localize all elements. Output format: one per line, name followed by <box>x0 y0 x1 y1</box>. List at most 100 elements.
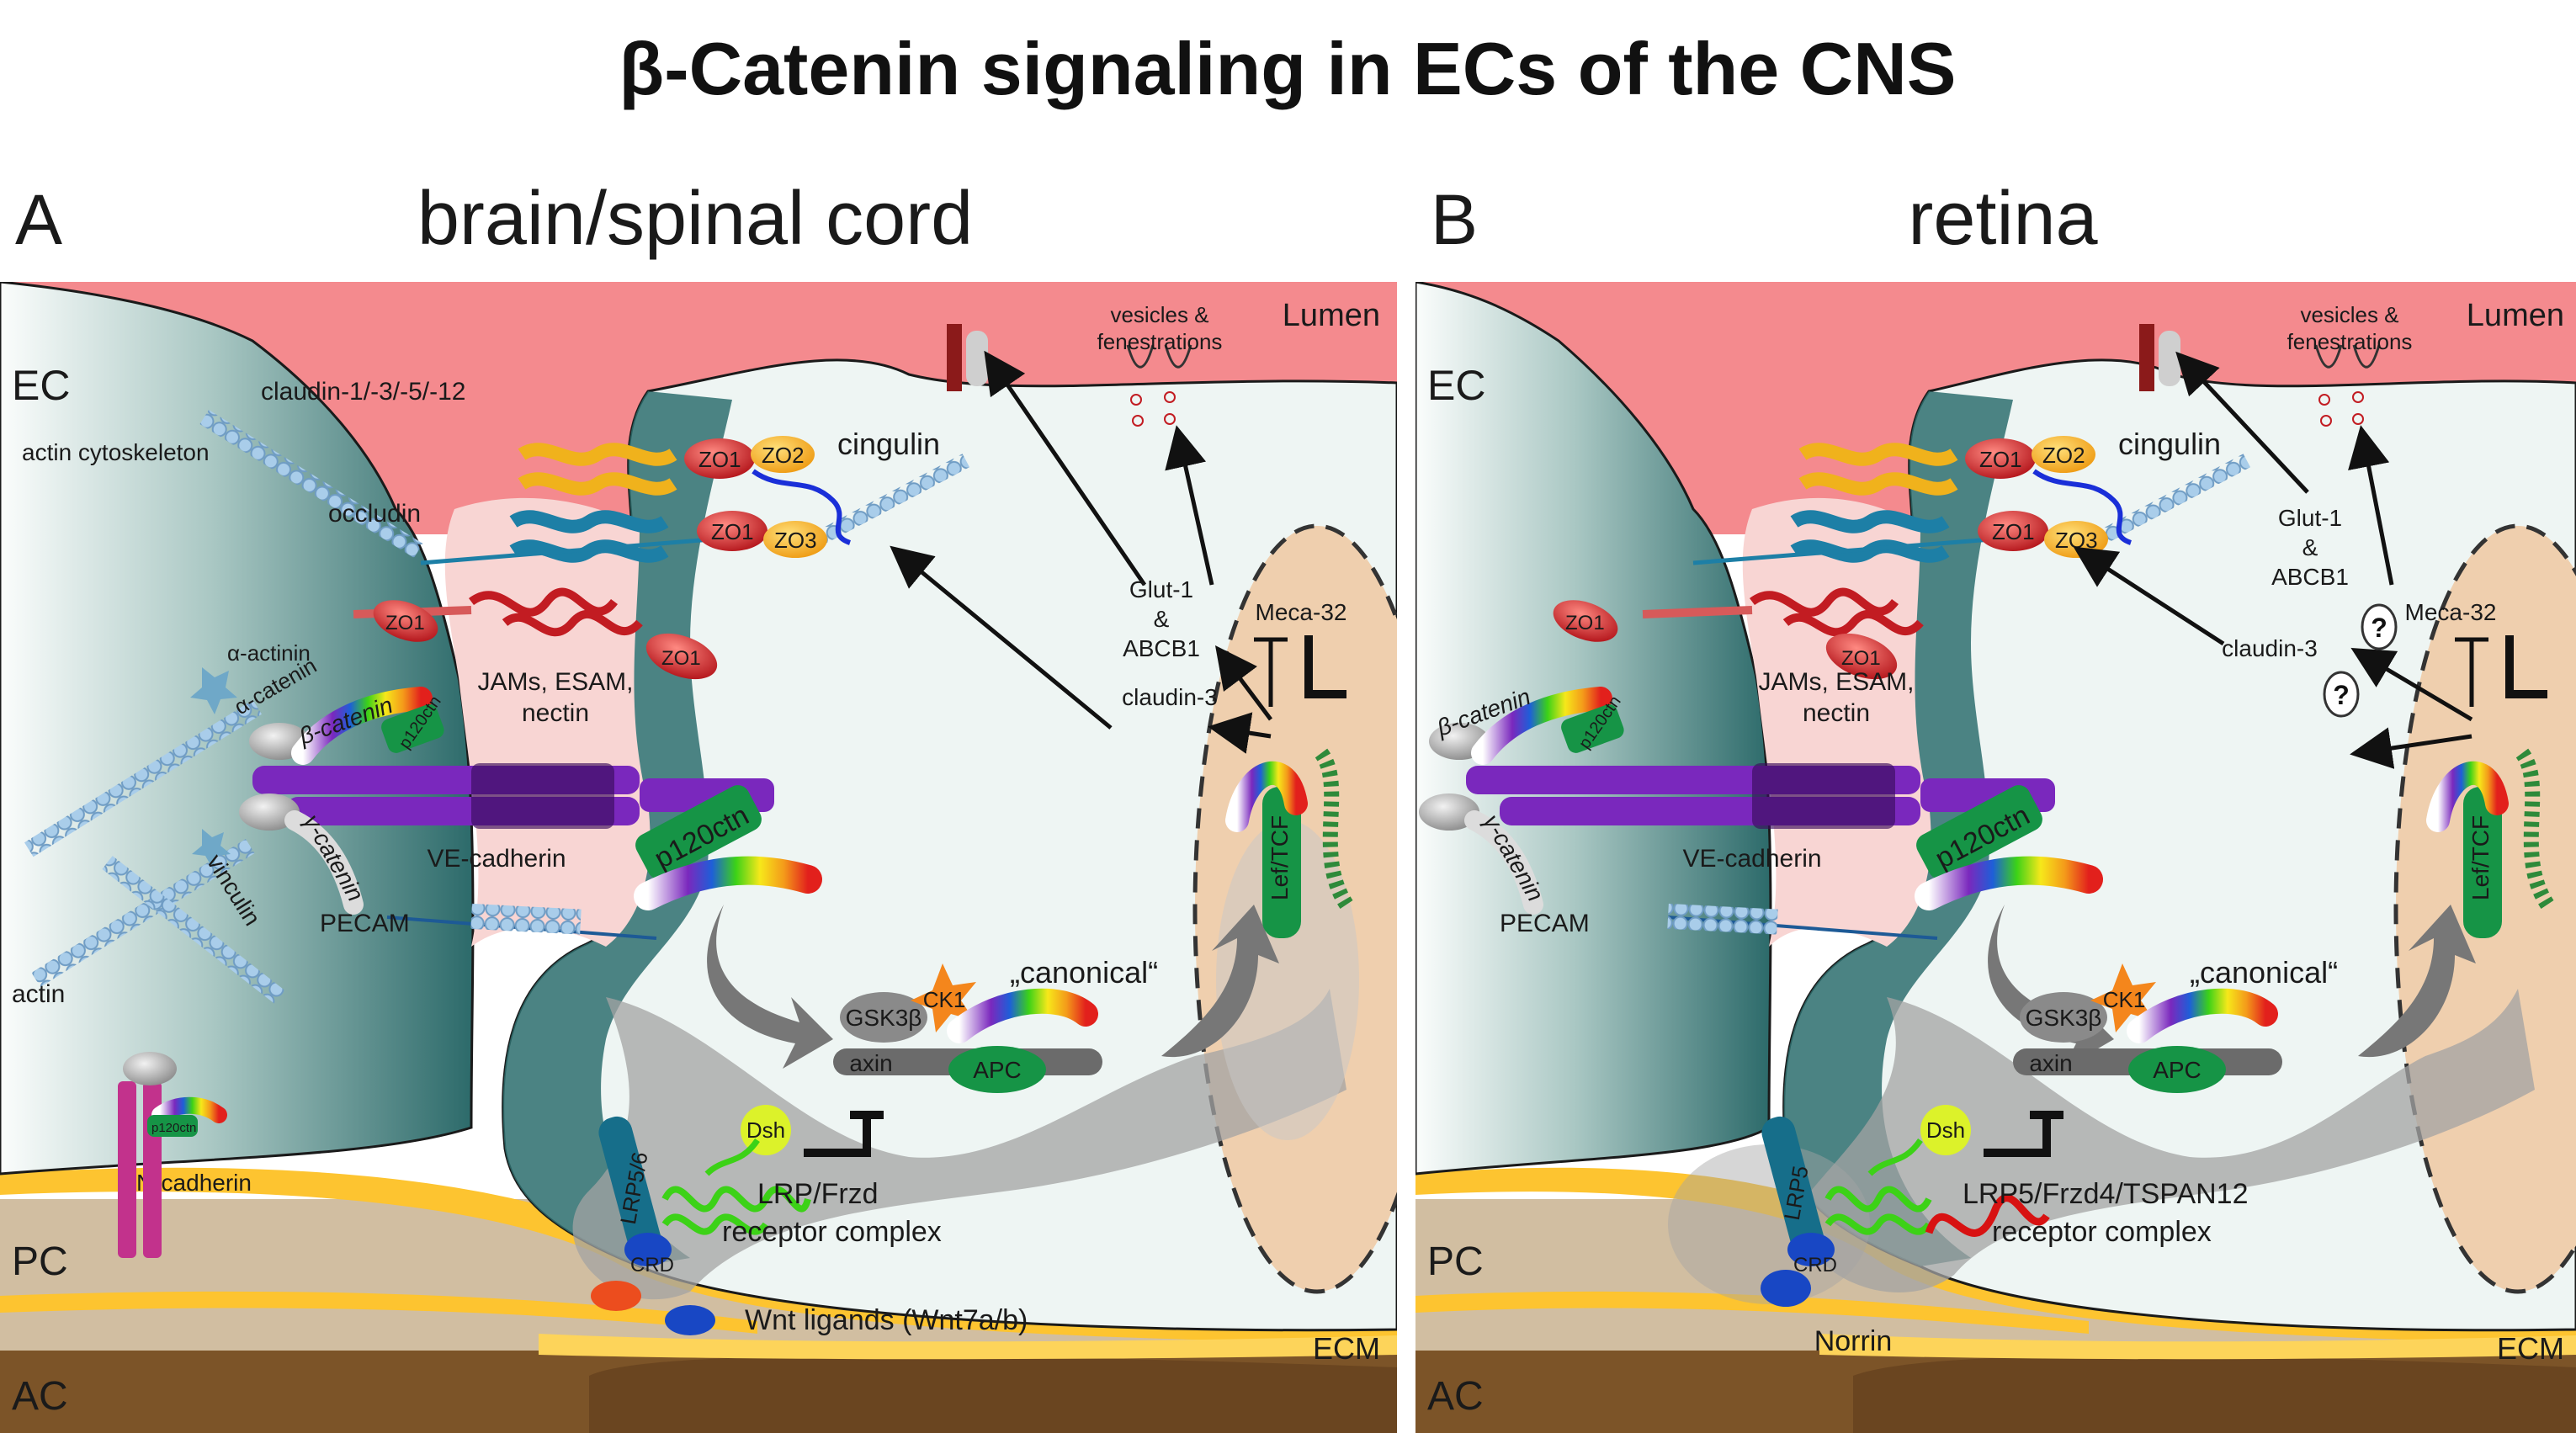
signaling-complex-area <box>1802 989 2535 1292</box>
zo1-label: ZO1 <box>1992 519 2035 544</box>
zo2-label: ZO2 <box>2042 443 2085 468</box>
lef-tcf-icon <box>1262 787 1301 938</box>
pc-label: PC <box>1427 1239 1484 1284</box>
pc-label: PC <box>12 1239 68 1284</box>
arrow <box>890 545 1113 730</box>
frizzled-icon <box>661 1186 811 1213</box>
beta-catenin-icon <box>1915 856 2103 910</box>
axin-label: axin <box>849 1050 892 1076</box>
question-label: ? <box>2371 613 2387 643</box>
beta-catenin-icon <box>1471 687 1612 765</box>
vesicles-label: fenestrations <box>2287 329 2413 354</box>
lef-tcf-label: Lef/TCF <box>1267 815 1293 900</box>
arrow <box>984 350 1147 586</box>
inhibition-symbol <box>804 1111 884 1157</box>
lrp-icon <box>1761 1116 1827 1266</box>
actin-filament <box>2095 454 2251 547</box>
arrow <box>2073 546 2225 646</box>
norrin-icon <box>1761 1270 1811 1307</box>
zo1-icon <box>373 600 438 642</box>
transporter-icon <box>947 324 962 391</box>
receptor-label: receptor complex <box>1992 1216 2212 1248</box>
abcb1-label: ABCB1 <box>1123 635 1200 661</box>
arrow <box>2348 425 2394 586</box>
zo3-label: ZO3 <box>2055 528 2098 553</box>
alpha-actinin-icon <box>190 667 237 714</box>
signaling-complex-area <box>572 989 1346 1300</box>
zo1-icon <box>1978 511 2048 551</box>
ac-label: AC <box>12 1374 68 1419</box>
gamma-catenin-icon <box>284 810 364 915</box>
actin-filament <box>24 699 262 857</box>
question-label: ? <box>2333 680 2350 710</box>
zo1-icon <box>645 633 718 680</box>
vesicles-label: fenestrations <box>1097 329 1223 354</box>
panel-b-letter: B <box>1431 180 1478 259</box>
apc-label: APC <box>2153 1057 2202 1083</box>
flow-arrow <box>1161 905 1279 1058</box>
ck1-label: CK1 <box>2103 987 2146 1012</box>
jams-label: JAMs, ESAM, <box>477 668 633 696</box>
abcb1-label: ABCB1 <box>2271 564 2349 590</box>
frizzled-icon <box>1824 1186 1932 1213</box>
amp-label: & <box>1154 606 1170 632</box>
cingulin-label: cingulin <box>837 427 940 461</box>
zo1-label: ZO1 <box>1565 612 1605 634</box>
gsk3b-icon <box>2020 992 2107 1043</box>
panel-a: PECAM ZO1 ZO2 ZO <box>0 282 1397 1433</box>
actin-label: actin <box>12 980 65 1008</box>
zo1-icon <box>697 511 767 551</box>
panel-a-heading: brain/spinal cord <box>417 177 973 261</box>
ec-label: EC <box>1427 362 1485 409</box>
beta-catenin-icon <box>634 856 822 910</box>
canonical-label: „canonical“ <box>2190 955 2338 990</box>
zo1-label: ZO1 <box>1979 447 2022 472</box>
canonical-label: „canonical“ <box>1010 955 1158 990</box>
zo1-icon <box>1553 600 1618 642</box>
arrow <box>1215 645 1272 721</box>
crd-label: CRD <box>1793 1254 1837 1276</box>
apc-icon <box>2128 1046 2226 1093</box>
actin-filament <box>31 839 255 987</box>
panel-b: PECAM ZO1 ZO2 ZO1 ZO3 ZO1 ZO1 <box>1415 282 2576 1433</box>
arrow <box>2350 647 2473 722</box>
crd-label: CRD <box>630 1254 674 1276</box>
actin-filament <box>199 410 423 558</box>
panel-a-letter: A <box>15 180 62 259</box>
ec-label: EC <box>12 362 70 409</box>
p120-icon <box>381 704 444 753</box>
cingulin-label: cingulin <box>2118 427 2221 461</box>
zo1-icon <box>1825 633 1898 680</box>
claudin-icon <box>1798 443 1958 466</box>
actin-filament <box>102 856 285 1004</box>
zo1-label: ZO1 <box>1841 647 1881 670</box>
zo1-icon <box>684 438 755 479</box>
beta-catenin-icon <box>291 687 433 765</box>
claudin3-label: claudin-3 <box>2222 635 2318 661</box>
gsk3b-label: GSK3β <box>2026 1005 2102 1031</box>
inhibition-symbol <box>1984 1111 2063 1157</box>
p120-icon <box>635 785 762 879</box>
zo1-label: ZO1 <box>661 647 701 670</box>
gamma-catenin-icon <box>1464 810 1543 915</box>
figure-title: β-Catenin signaling in ECs of the CNS <box>619 27 1957 110</box>
alpha-actinin-label: α-actinin <box>227 640 311 666</box>
lumen-label: Lumen <box>2467 298 2564 333</box>
lef-tcf-icon <box>2463 787 2502 938</box>
crd-icon <box>624 1233 672 1266</box>
ve-cadherin-label: VE-cadherin <box>1682 845 1821 873</box>
actin-filament <box>814 454 970 547</box>
lumen-label: Lumen <box>1283 298 1380 333</box>
zo1-label: ZO1 <box>711 519 754 544</box>
jams-label: nectin <box>1803 699 1870 727</box>
pecam-label: PECAM <box>1500 910 1590 937</box>
claudin3-label: claudin-3 <box>1122 684 1218 710</box>
p120-icon <box>1561 704 1624 753</box>
jams-label: JAMs, ESAM, <box>1758 668 1914 696</box>
zo1-label: ZO1 <box>385 612 425 634</box>
jams-label: nectin <box>522 699 589 727</box>
flow-arrow <box>2358 905 2476 1058</box>
receptor-label: receptor complex <box>722 1216 942 1248</box>
panel-divider <box>1397 282 1415 1433</box>
